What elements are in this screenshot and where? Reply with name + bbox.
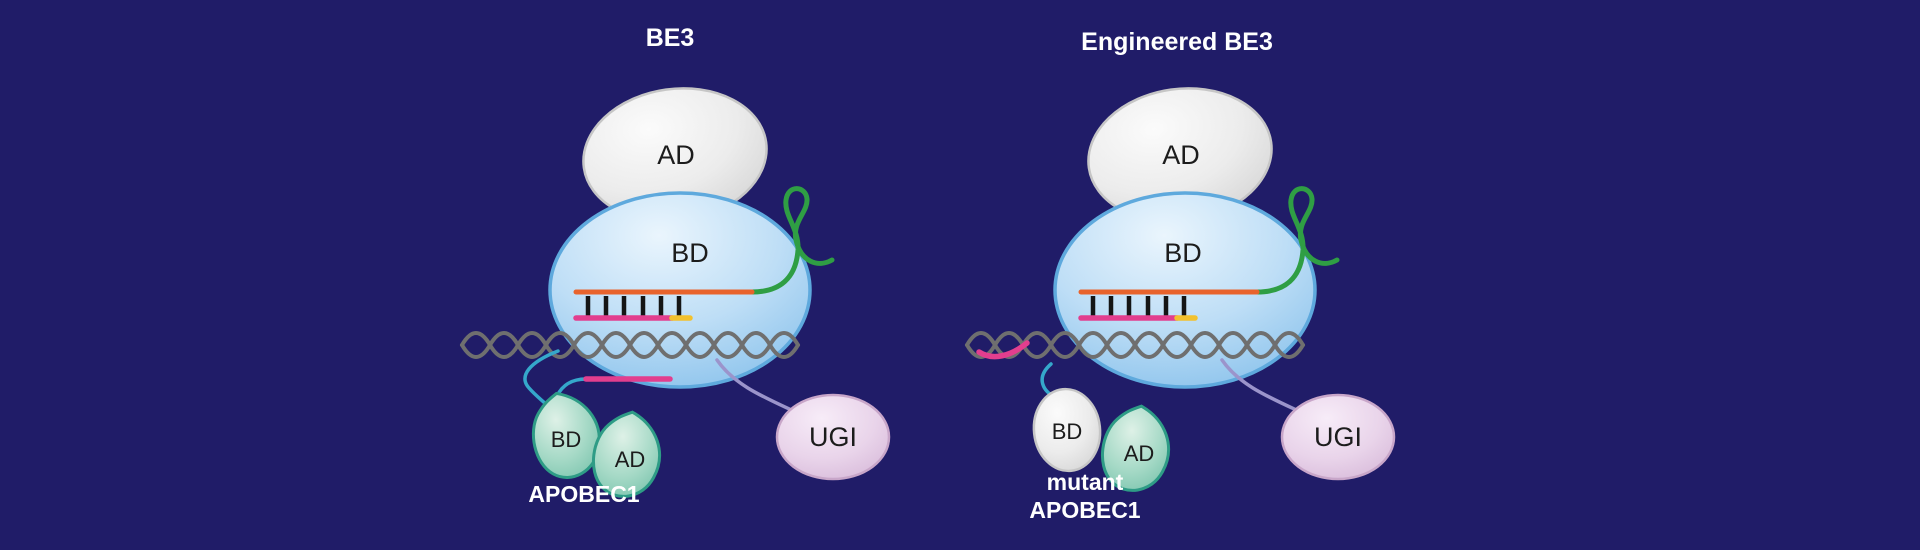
dna-helix-strand-2 — [460, 331, 800, 359]
ugi-label: UGI — [809, 422, 857, 452]
apobec-name-line1: mutant — [1047, 469, 1124, 495]
panel-be3: BE3 AD BD BD AD APOBEC1 UGI — [460, 24, 891, 507]
apobec-ad-label: AD — [1124, 441, 1155, 466]
cas9-bd-label: BD — [1164, 238, 1202, 268]
cas9-bd-label: BD — [671, 238, 709, 268]
apobec-mutant-bd-blob — [1032, 387, 1102, 473]
apobec-ad-label: AD — [615, 447, 646, 472]
apobec-bd-label: BD — [551, 427, 582, 452]
ugi-blob — [775, 393, 891, 481]
cas9-ad-label: AD — [657, 140, 695, 170]
panel-title: Engineered BE3 — [1081, 28, 1273, 56]
ugi-blob — [1280, 393, 1396, 481]
ugi-label: UGI — [1314, 422, 1362, 452]
apobec-name-line2: APOBEC1 — [1029, 497, 1140, 523]
edited-strand-on-helix — [976, 340, 1030, 360]
sgrna-scaffold-loop — [1254, 186, 1340, 295]
sgrna-scaffold-loop — [749, 186, 835, 295]
panel-title: BE3 — [646, 24, 695, 52]
panel-engineered-be3: Engineered BE3 AD BD BD AD mutant APOBEC… — [965, 28, 1396, 523]
apobec-bd-label: BD — [1052, 419, 1083, 444]
base-pair-ticks — [1090, 296, 1187, 316]
base-pair-ticks — [585, 296, 682, 316]
apobec-name-label: APOBEC1 — [528, 481, 639, 507]
cas9-ad-label: AD — [1162, 140, 1200, 170]
